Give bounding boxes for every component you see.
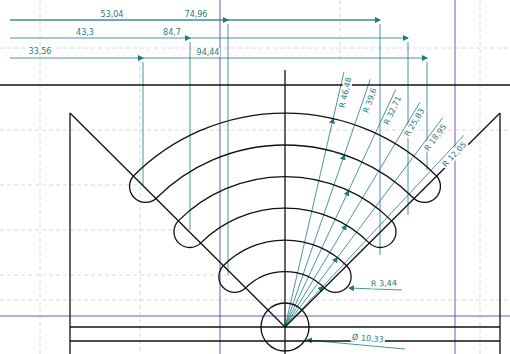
dimension-label: Ø 10,33 [351,332,385,344]
dimension-label: R 32,71 [382,93,404,127]
dimension-label: 74,96 [184,10,209,19]
dimension-label: R 25,83 [402,106,427,139]
dimension-label: R 18,95 [422,121,449,153]
dimension-label: R 12,05 [440,139,469,169]
dimension-label: 94,44 [196,48,221,57]
dimension-label: R 3,44 [370,278,398,288]
dimension-label: R 46,48 [337,75,353,109]
dimension-label: 33,56 [28,47,53,56]
dimension-label: 53,04 [100,10,125,19]
dimension-label: 84,7 [162,28,182,37]
dimension-label: 43,3 [75,28,95,37]
